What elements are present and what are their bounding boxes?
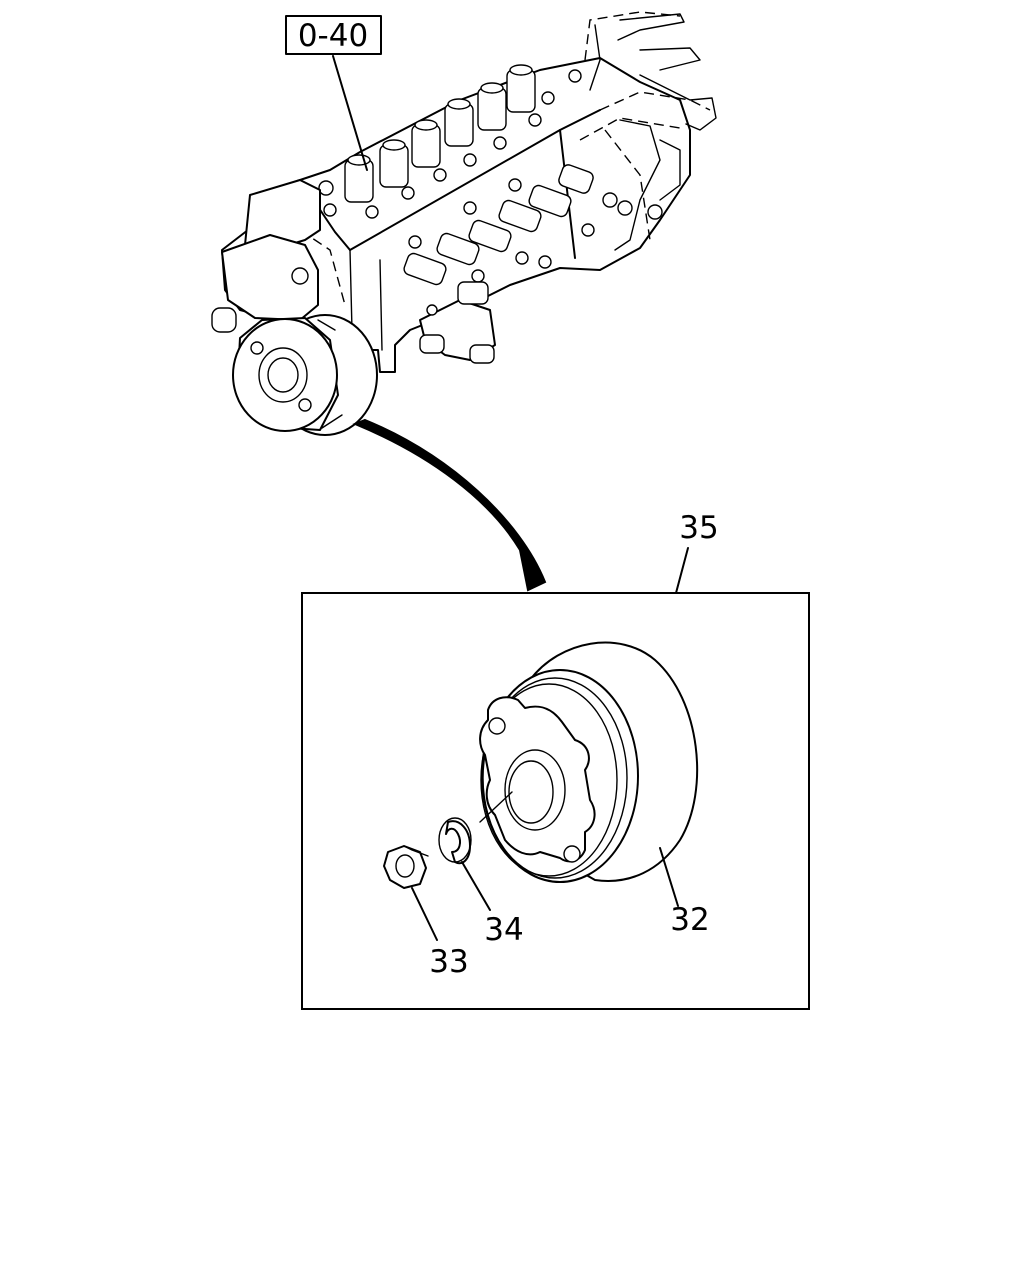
coupling-housing-part: 32 (479, 641, 710, 938)
callout-35-label: 35 (679, 510, 718, 546)
callout-33-label: 33 (429, 944, 468, 980)
side-fittings (403, 164, 663, 286)
detail-pointer-arrow (352, 418, 547, 592)
callout-32-label: 32 (670, 902, 709, 938)
detail-frame: 35 (301, 510, 810, 1010)
top-bolts (318, 69, 582, 219)
timer-unit (232, 314, 378, 436)
delivery-valve-fittings (344, 64, 536, 203)
callout-34-label: 34 (484, 912, 523, 948)
reference-callout: 0-40 (285, 15, 382, 171)
feed-pump (419, 281, 496, 364)
nut-part: 33 (383, 845, 469, 980)
lock-washer-part: 34 (438, 817, 524, 948)
reference-label: 0-40 (298, 18, 368, 54)
governor-housing (211, 179, 321, 333)
injection-pump-assembly (211, 11, 717, 436)
